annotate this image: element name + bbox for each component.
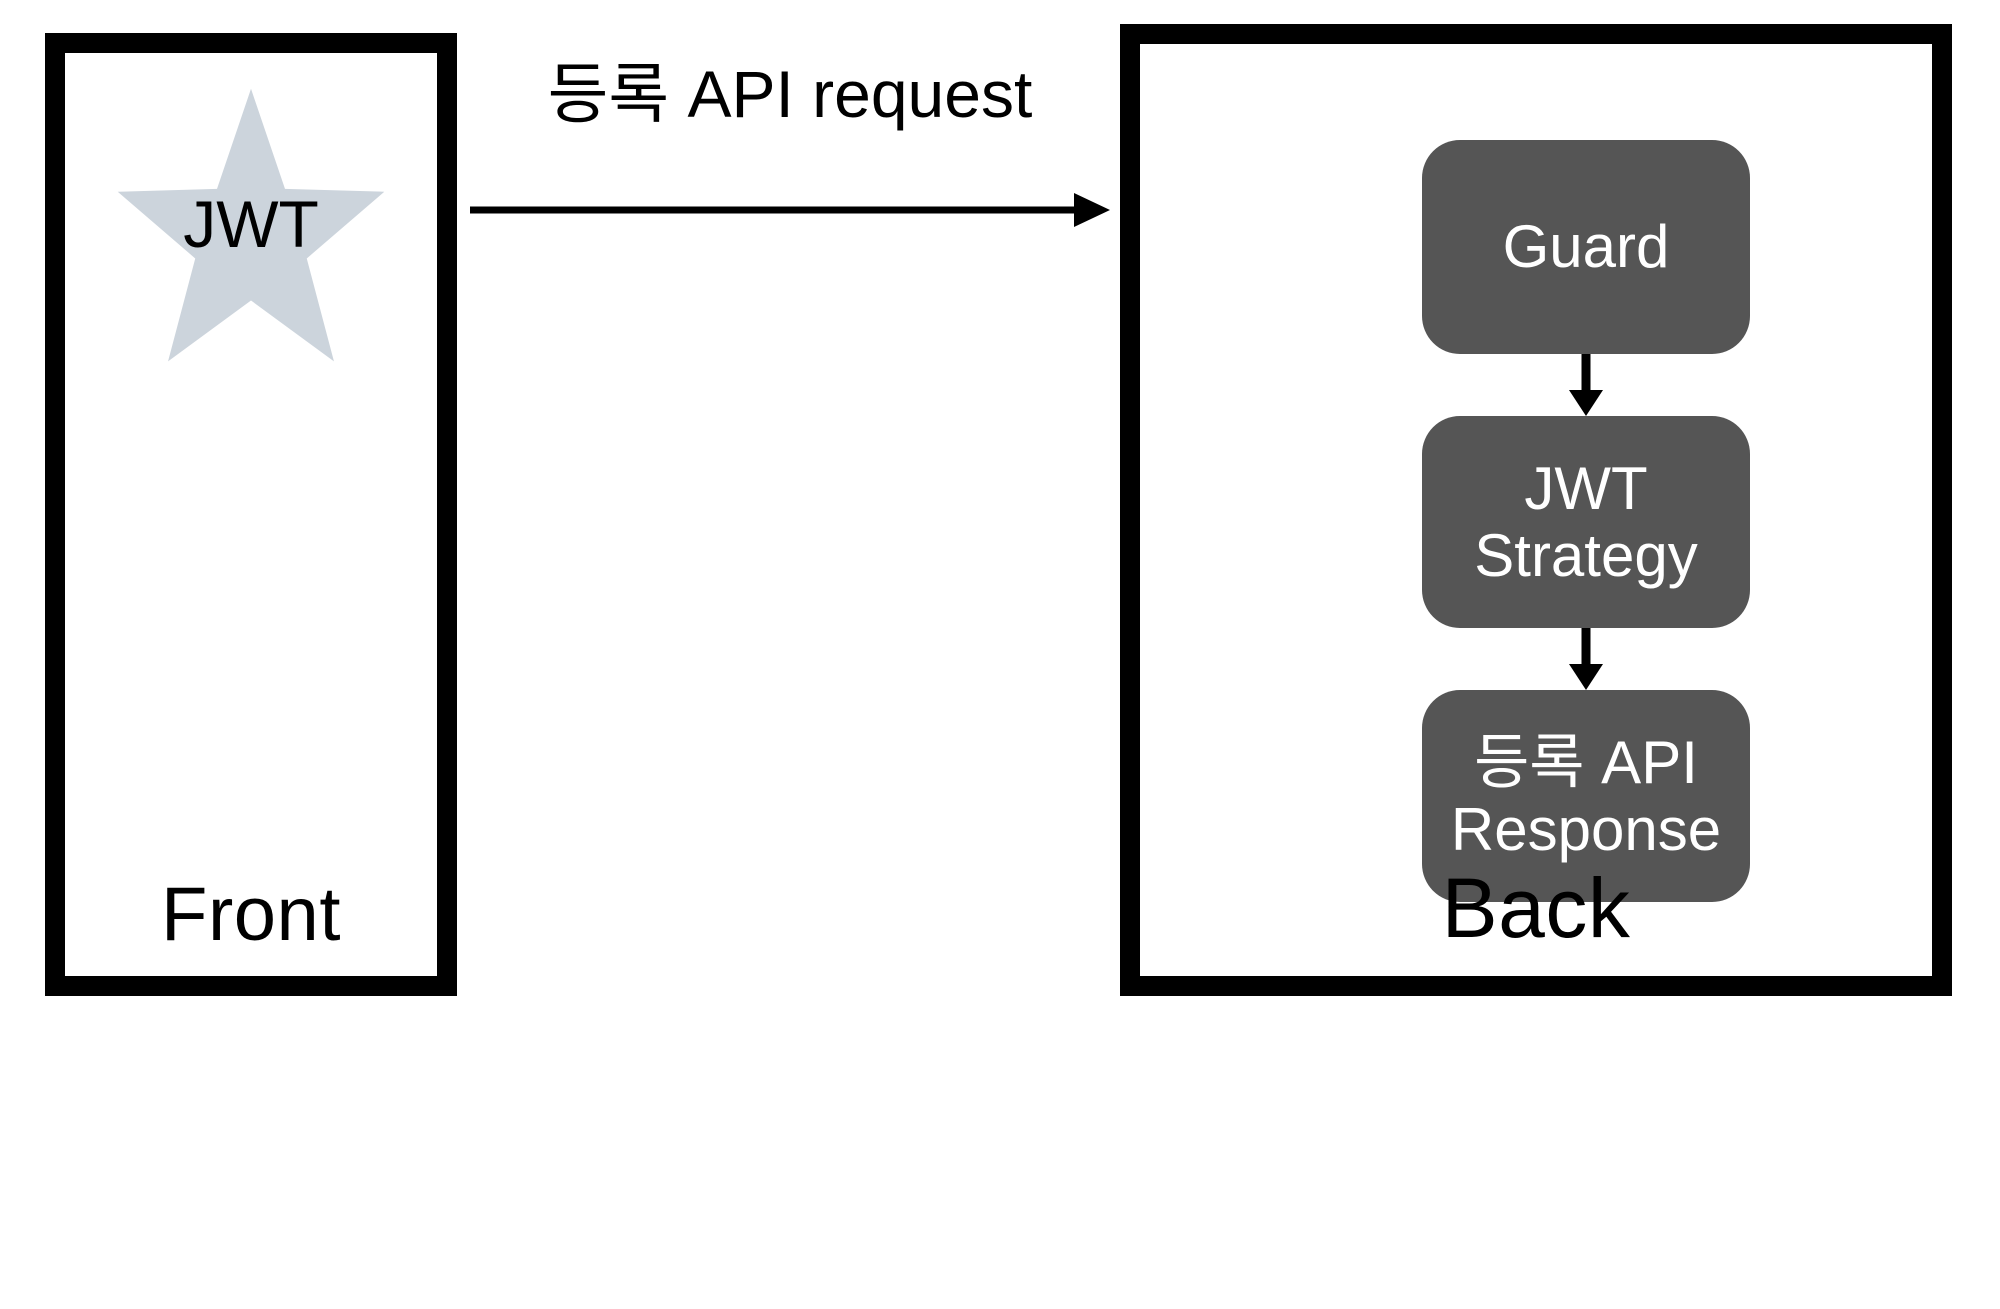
arrow-right-icon xyxy=(470,193,1110,227)
star-icon xyxy=(117,88,385,362)
node-guard[interactable]: Guard xyxy=(1422,140,1750,354)
request-flow-group: 등록 API request xyxy=(470,57,1110,250)
request-flow-label: 등록 API request xyxy=(547,57,1033,131)
back-panel: Guard JWT Strategy 등록 API Response Back xyxy=(1120,24,1952,996)
jwt-token-star: JWT xyxy=(115,83,387,373)
arrow-down-icon xyxy=(1569,628,1603,690)
node-jwt-strategy[interactable]: JWT Strategy xyxy=(1422,416,1750,628)
arrow-down-icon xyxy=(1569,354,1603,416)
jwt-token-label: JWT xyxy=(183,187,319,261)
front-panel-caption: Front xyxy=(161,872,341,957)
front-panel: JWT Front xyxy=(45,33,457,996)
back-panel-caption: Back xyxy=(1441,861,1631,955)
back-panel-node-stack: Guard JWT Strategy 등록 API Response xyxy=(1190,94,1982,902)
node-registration-api-response[interactable]: 등록 API Response xyxy=(1422,690,1750,902)
